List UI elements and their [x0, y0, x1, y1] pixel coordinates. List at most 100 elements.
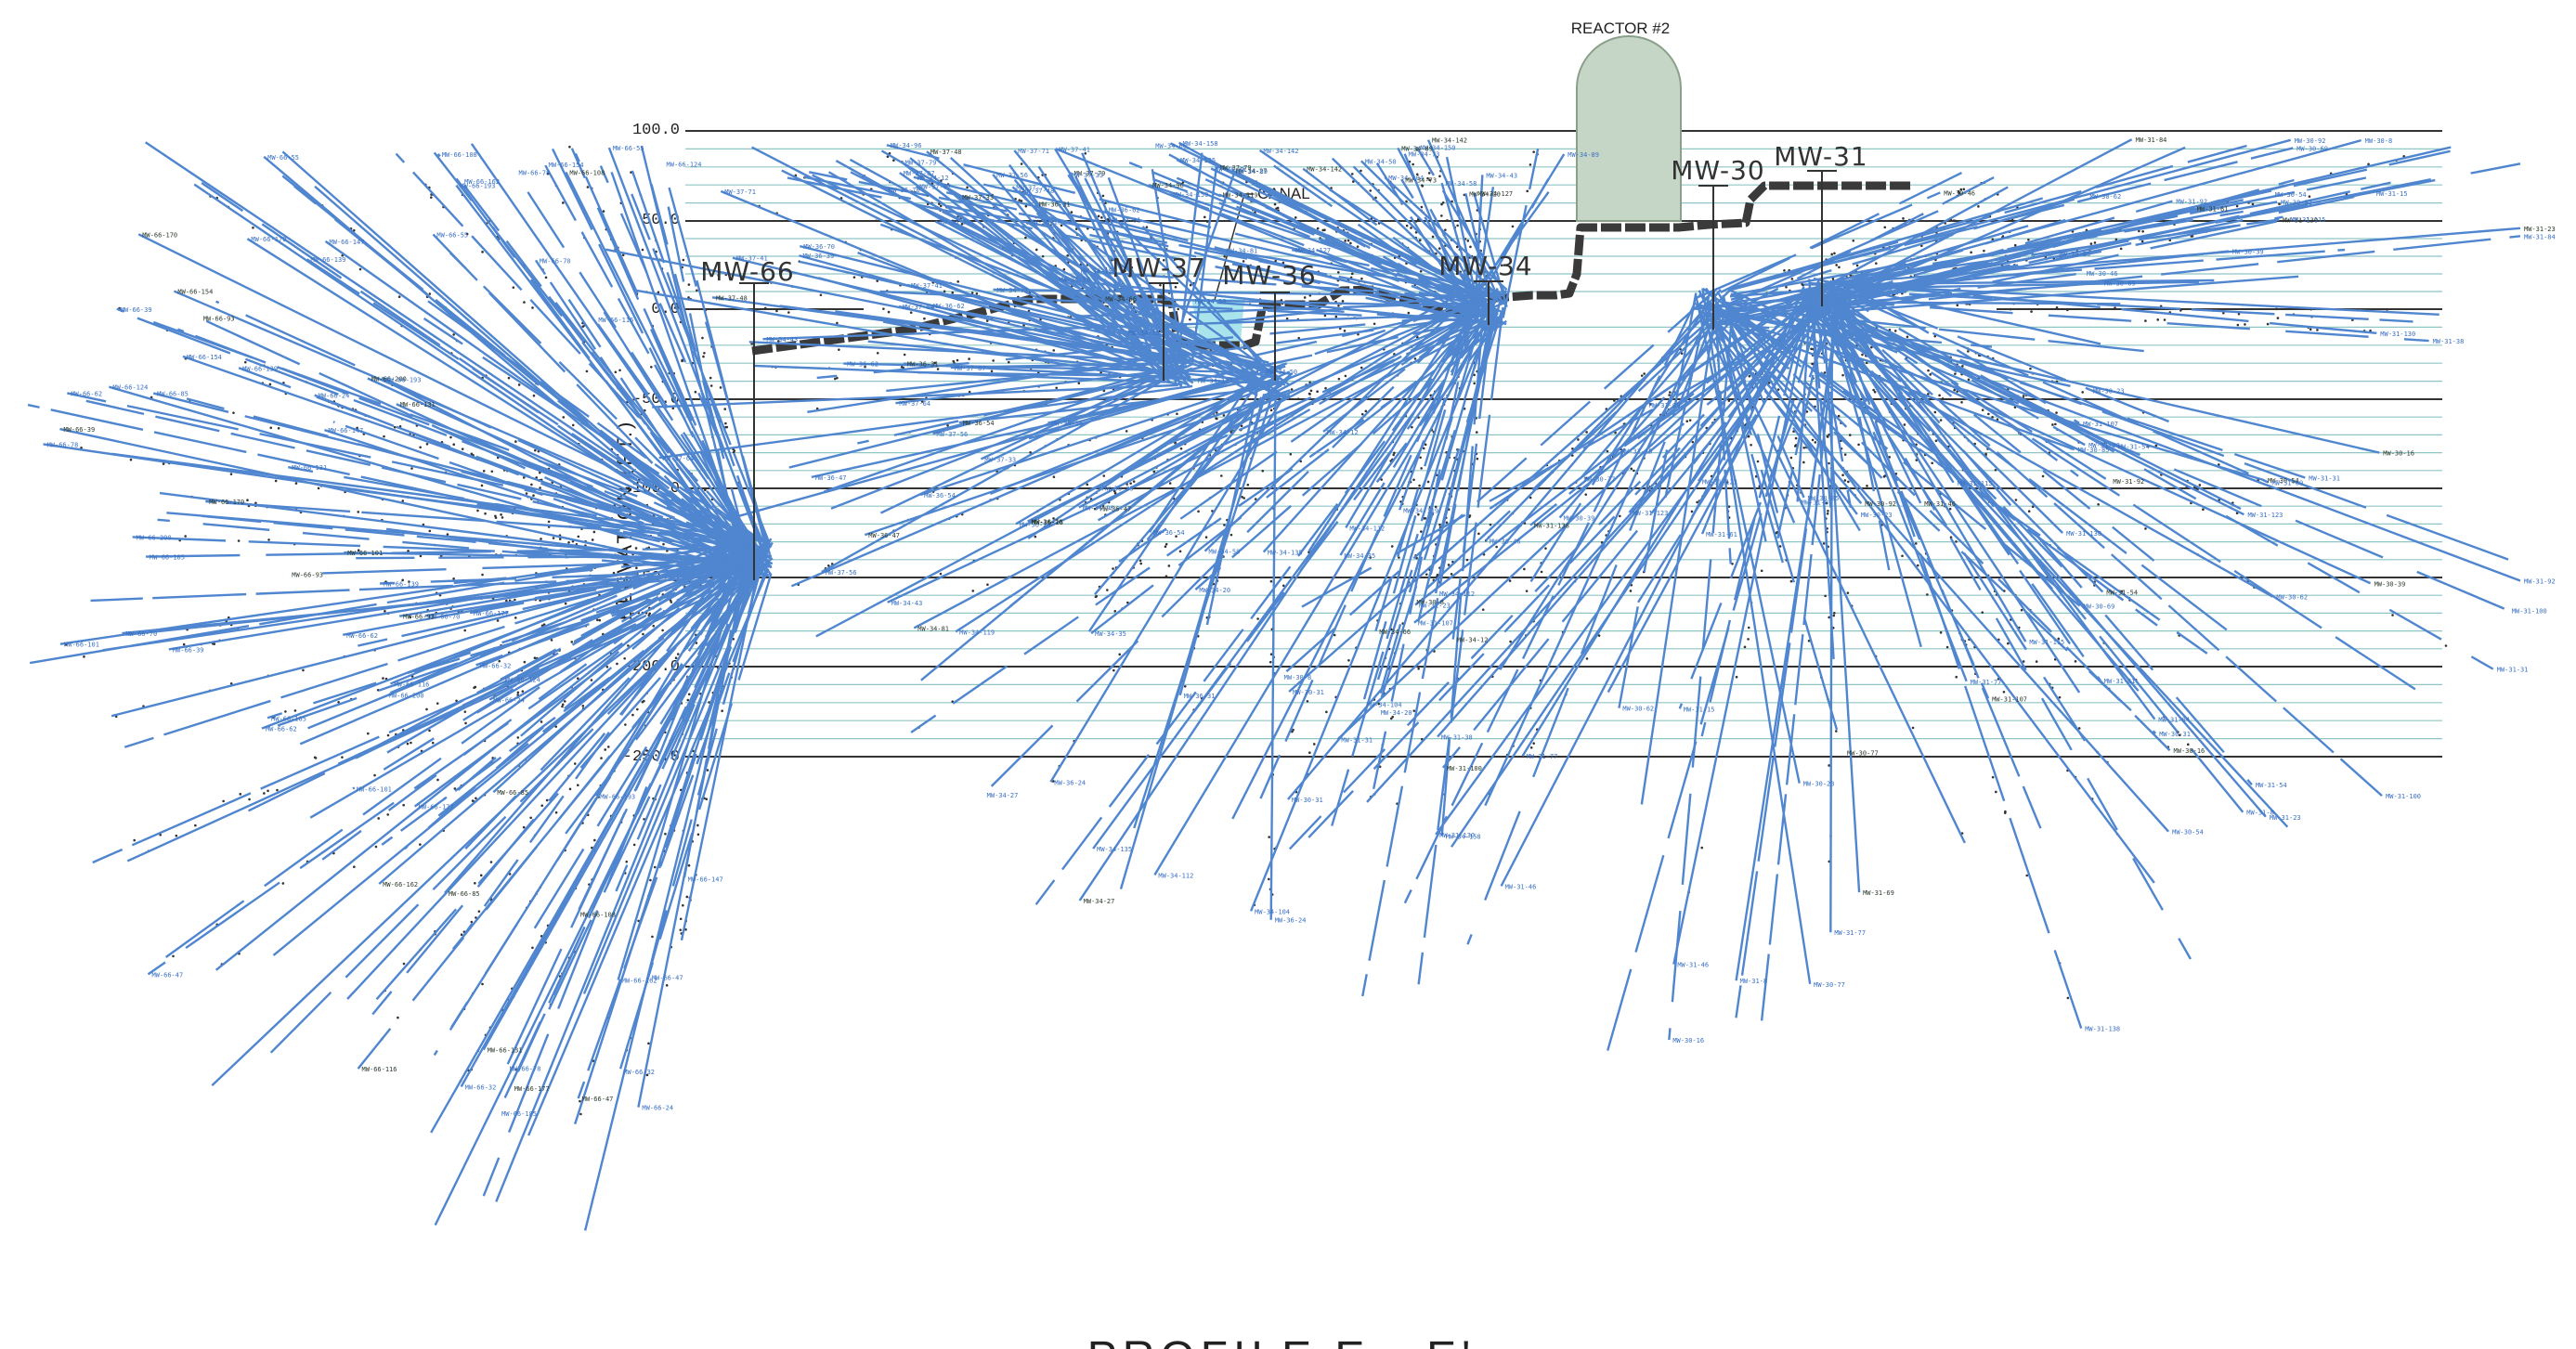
ray-dot	[1747, 626, 1750, 629]
ray-dot	[2237, 312, 2241, 316]
ray-dot	[651, 935, 654, 939]
ray-dot	[2309, 328, 2312, 331]
ray-dot	[522, 825, 526, 829]
ray-dot	[1189, 318, 1191, 321]
ray-dot	[1360, 169, 1362, 173]
well-label-mw-37: MW-37	[1112, 253, 1205, 283]
ray-dot	[956, 358, 959, 362]
ray-dot	[1164, 545, 1167, 549]
ray-line	[1521, 292, 1809, 757]
ray-tag: MW-37-41	[1059, 146, 1090, 153]
ray-dot	[1112, 567, 1114, 570]
ray-dot	[623, 656, 626, 660]
ray-dot	[341, 756, 344, 759]
ray-tag: MW-31-123	[1633, 510, 1668, 517]
ray-dot	[1828, 764, 1830, 767]
ray-tag: MW-30-85	[1808, 495, 1840, 502]
ray-dot	[1952, 219, 1956, 222]
ray-dot	[632, 843, 636, 847]
ray-dot	[436, 702, 439, 705]
ray-line	[1646, 300, 1836, 454]
ray-line	[450, 550, 755, 1028]
ray-dot	[2054, 422, 2057, 426]
tick-label-100: 100.0	[632, 122, 680, 139]
ray-dot	[293, 709, 297, 712]
ray-line	[1706, 301, 2081, 607]
ray-tag: MW-30-8	[2365, 137, 2393, 145]
ray-dot	[1532, 150, 1535, 153]
ray-line	[910, 319, 1507, 733]
ray-dot	[1219, 474, 1223, 477]
ray-line	[261, 541, 747, 730]
ray-tag: MW-66-55	[613, 145, 644, 152]
ray-line	[1336, 292, 1814, 741]
ray-dot	[1931, 461, 1933, 465]
ray-line	[955, 296, 1477, 633]
ray-line	[186, 397, 745, 548]
ray-dot	[923, 317, 926, 320]
ray-tag: MW-36-54	[924, 492, 956, 499]
ray-tag: MW-66-124	[667, 162, 702, 169]
ray-dot	[133, 838, 137, 842]
ray-line	[215, 543, 750, 971]
ray-line	[337, 567, 761, 765]
ray-dot	[604, 748, 607, 751]
ray-dot	[1495, 545, 1498, 549]
ray-tag: MW-30-16	[2383, 450, 2414, 458]
ray-dot	[1825, 501, 1828, 505]
ray-dot	[269, 426, 273, 430]
ray-dot	[836, 376, 839, 380]
ray-dot	[721, 709, 723, 713]
ray-dot	[470, 920, 474, 924]
ray-line	[886, 144, 1483, 298]
ray-tag: MW-34-58	[1446, 180, 1477, 188]
ray-tag: MW-37-87	[904, 170, 935, 177]
ray-dot	[614, 370, 618, 374]
ray-dot	[966, 186, 969, 189]
ray-dot	[1176, 412, 1178, 416]
ray-tag: MW-37-71	[1016, 184, 1047, 191]
ray-dot	[540, 624, 544, 628]
ray-tag: MW-66-78	[510, 1065, 541, 1072]
ray-line	[1413, 298, 1820, 624]
ray-dot	[968, 357, 970, 360]
ray-dot	[568, 787, 572, 791]
ray-dot	[1475, 431, 1478, 434]
ray-dot	[1747, 638, 1750, 641]
ray-dot	[1267, 877, 1270, 881]
ray-dot	[477, 910, 481, 913]
ray-dot	[1747, 435, 1750, 438]
ray-line	[1829, 289, 2083, 1029]
ray-dot	[1981, 611, 1984, 614]
ray-dot	[642, 632, 644, 636]
ray-dot	[481, 573, 484, 577]
ray-tag: MW-34-20	[1469, 190, 1501, 198]
ray-dot	[558, 538, 562, 540]
ray-line	[1027, 369, 1278, 539]
ray-dot	[1350, 173, 1354, 175]
ray-line	[85, 399, 748, 551]
ray-dot	[431, 741, 435, 745]
ray-dot	[313, 756, 317, 759]
ray-dot	[1309, 389, 1313, 393]
ray-dot	[1828, 461, 1830, 465]
ray-line	[599, 165, 764, 542]
ray-dot	[475, 916, 477, 919]
ray-tag: MW-66-139	[384, 580, 419, 588]
ray-dot	[990, 370, 994, 373]
ray-line	[628, 162, 771, 568]
ray-line	[495, 538, 766, 1202]
ray-dot	[590, 679, 593, 681]
ray-tag: MW-34-50	[1266, 369, 1297, 376]
ray-dot	[903, 353, 906, 357]
ray-dot	[1838, 266, 1841, 269]
ray-dot	[2222, 311, 2225, 315]
ray-dot	[546, 172, 550, 175]
ray-dot	[933, 361, 937, 365]
ray-dot	[1501, 264, 1503, 267]
ray-dot	[1455, 245, 1459, 249]
ray-line	[332, 421, 751, 569]
ray-dot	[641, 248, 644, 252]
ray-tag: MW-37-56	[996, 172, 1028, 179]
ray-dot	[696, 833, 700, 837]
